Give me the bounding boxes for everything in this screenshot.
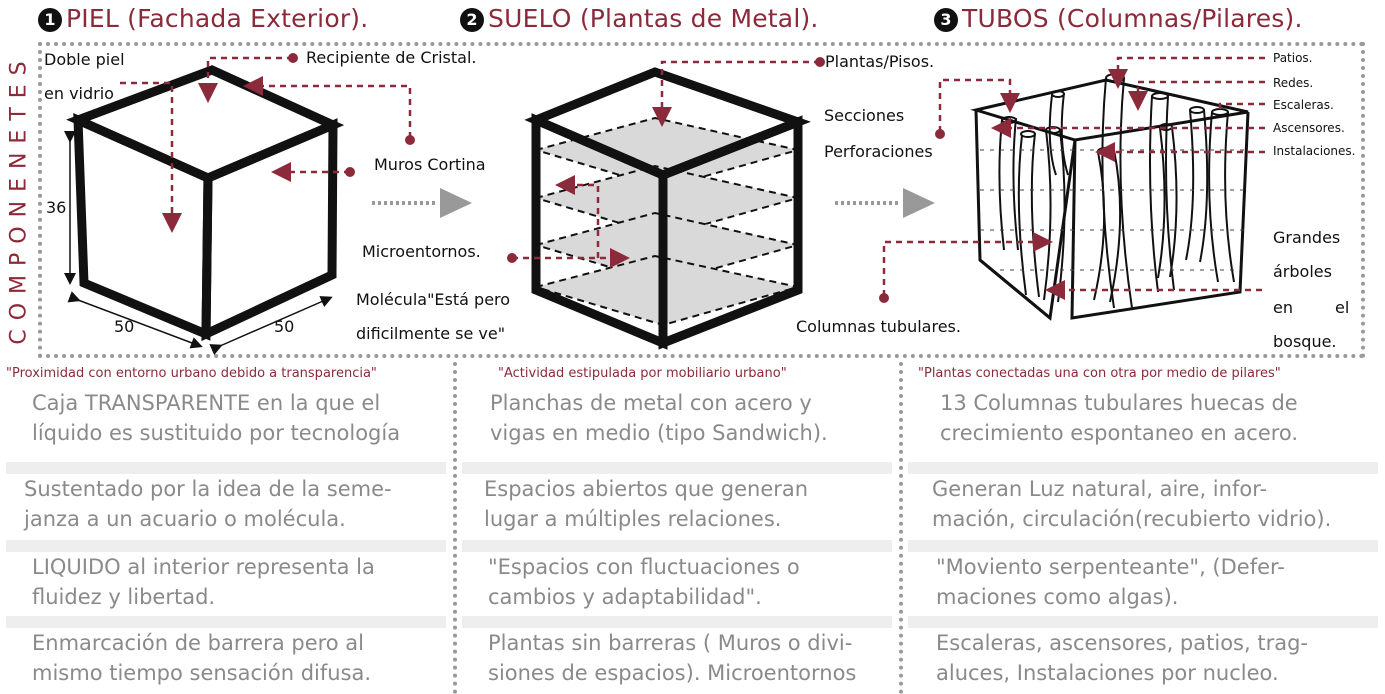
label-en: en xyxy=(1273,298,1293,317)
column-separator-2 xyxy=(899,362,903,694)
cell-line: maciones como algas). xyxy=(936,585,1179,609)
cell-line: Escaleras, ascensores, patios, trag- xyxy=(936,631,1308,655)
cell-line: Enmarcación de barrera pero al xyxy=(32,631,365,655)
label-muros-cortina: Muros Cortina xyxy=(374,155,486,174)
label-molecula-1: Molécula"Está pero xyxy=(356,290,511,309)
label-columnas-tubulares: Columnas tubulares. xyxy=(796,317,961,336)
dimension-width-right: 50 xyxy=(274,317,295,336)
flow-arrow-1 xyxy=(372,188,472,218)
label-recipiente: Recipiente de Cristal. xyxy=(306,48,477,67)
cell-line: Plantas sin barreras ( Muros o divi- xyxy=(488,631,853,655)
row-divider xyxy=(462,540,892,552)
step-2-badge: 2 xyxy=(460,8,484,32)
section-1-title-text: PIEL (Fachada Exterior). xyxy=(66,4,369,33)
cell-line: crecimiento espontaneo en acero. xyxy=(940,421,1299,445)
cell-line: siones de espacios). Microentornos xyxy=(488,661,857,685)
row-divider xyxy=(908,540,1378,552)
tubos-row-3: "Moviento serpenteante", (Defer- macione… xyxy=(922,552,1285,612)
label-secciones: Secciones xyxy=(824,106,905,125)
cube-3-annotations xyxy=(882,56,1265,300)
label-redes: Redes. xyxy=(1273,76,1314,90)
tubos-row-4: Escaleras, ascensores, patios, trag- alu… xyxy=(922,628,1308,688)
section-2-title-text: SUELO (Plantas de Metal). xyxy=(488,4,819,33)
label-molecula-2: dificilmente se ve" xyxy=(356,324,506,343)
suelo-row-3: "Espacios con fluctuaciones o cambios y … xyxy=(474,552,800,612)
cell-line: "Espacios con fluctuaciones o xyxy=(488,555,800,579)
row-divider xyxy=(462,462,892,474)
label-perforaciones: Perforaciones xyxy=(824,142,933,161)
cube-1-annotations xyxy=(120,56,412,233)
row-divider xyxy=(6,616,446,628)
cell-line: mación, circulación(recubierto vidrio). xyxy=(932,507,1332,531)
tubos-row-1: 13 Columnas tubulares huecas de crecimie… xyxy=(926,388,1298,448)
label-instalaciones: Instalaciones. xyxy=(1273,144,1356,158)
glass-cube-drawing xyxy=(66,65,345,342)
piel-row-4: Enmarcación de barrera pero al mismo tie… xyxy=(18,628,371,688)
label-patios: Patios. xyxy=(1273,51,1313,65)
column-separator-1 xyxy=(453,362,457,694)
tubular-columns-drawing xyxy=(980,73,1245,309)
row-divider xyxy=(6,540,446,552)
row-divider xyxy=(908,616,1378,628)
step-3-badge: 3 xyxy=(934,8,958,32)
cell-line: janza a un acuario o molécula. xyxy=(24,507,346,531)
row-divider xyxy=(908,462,1378,474)
flow-arrow-2 xyxy=(835,188,935,218)
dimension-height: 36 xyxy=(46,198,67,217)
cell-line: Planchas de metal con acero y xyxy=(490,391,812,415)
row-divider xyxy=(462,616,892,628)
cell-line: líquido es sustituido por tecnología xyxy=(32,421,401,445)
label-el: el xyxy=(1335,298,1350,317)
section-3-quote: "Plantas conectadas una con otra por med… xyxy=(918,366,1281,381)
cell-line: mismo tiempo sensación difusa. xyxy=(32,661,372,685)
cell-line: aluces, Instalaciones por nucleo. xyxy=(936,661,1279,685)
tubos-row-2: Generan Luz natural, aire, infor- mación… xyxy=(918,474,1331,534)
section-1-quote: "Proximidad con entorno urbano debido a … xyxy=(6,366,377,381)
row-divider xyxy=(6,462,446,474)
cell-line: fluidez y libertad. xyxy=(32,585,216,609)
cell-line: Sustentado por la idea de la seme- xyxy=(24,477,392,501)
cell-line: LIQUIDO al interior representa la xyxy=(32,555,375,579)
step-1-badge: 1 xyxy=(38,8,62,32)
cell-line: cambios y adaptabilidad". xyxy=(488,585,762,609)
piel-row-2: Sustentado por la idea de la seme- janza… xyxy=(10,474,392,534)
label-escaleras: Escaleras. xyxy=(1273,98,1334,112)
label-arboles: árboles xyxy=(1273,262,1332,281)
label-doble-piel-2: en vidrio xyxy=(44,84,114,103)
dimension-width-left: 50 xyxy=(114,317,135,336)
label-grandes: Grandes xyxy=(1273,228,1341,247)
cube-2-annotations xyxy=(512,60,820,268)
piel-row-1: Caja TRANSPARENTE en la que el líquido e… xyxy=(18,388,400,448)
section-3-title-text: TUBOS (Columnas/Pilares). xyxy=(962,4,1303,33)
suelo-row-4: Plantas sin barreras ( Muros o divi- sio… xyxy=(474,628,856,688)
cell-line: vigas en medio (tipo Sandwich). xyxy=(490,421,828,445)
section-2-quote: "Actividad estipulada por mobiliario urb… xyxy=(498,366,787,381)
piel-row-3: LIQUIDO al interior representa la fluide… xyxy=(18,552,375,612)
suelo-row-1: Planchas de metal con acero y vigas en m… xyxy=(476,388,828,448)
cell-line: 13 Columnas tubulares huecas de xyxy=(940,391,1298,415)
label-bosque: bosque. xyxy=(1273,332,1337,351)
label-plantas-pisos: Plantas/Pisos. xyxy=(825,52,935,71)
label-microentornos: Microentornos. xyxy=(362,242,481,261)
cell-line: lugar a múltiples relaciones. xyxy=(484,507,782,531)
suelo-row-2: Espacios abiertos que generan lugar a mú… xyxy=(470,474,808,534)
label-ascensores: Ascensores. xyxy=(1273,121,1345,135)
label-doble-piel-1: Doble piel xyxy=(44,50,125,69)
tubes-cube-drawing xyxy=(970,78,1250,321)
components-frame xyxy=(38,42,1365,358)
cell-line: Caja TRANSPARENTE en la que el xyxy=(32,391,381,415)
cell-line: Generan Luz natural, aire, infor- xyxy=(932,477,1268,501)
cube-dimensions xyxy=(64,131,333,356)
floor-cube-drawing xyxy=(524,67,811,350)
cell-line: "Moviento serpenteante", (Defer- xyxy=(936,555,1285,579)
cell-line: Espacios abiertos que generan xyxy=(484,477,809,501)
